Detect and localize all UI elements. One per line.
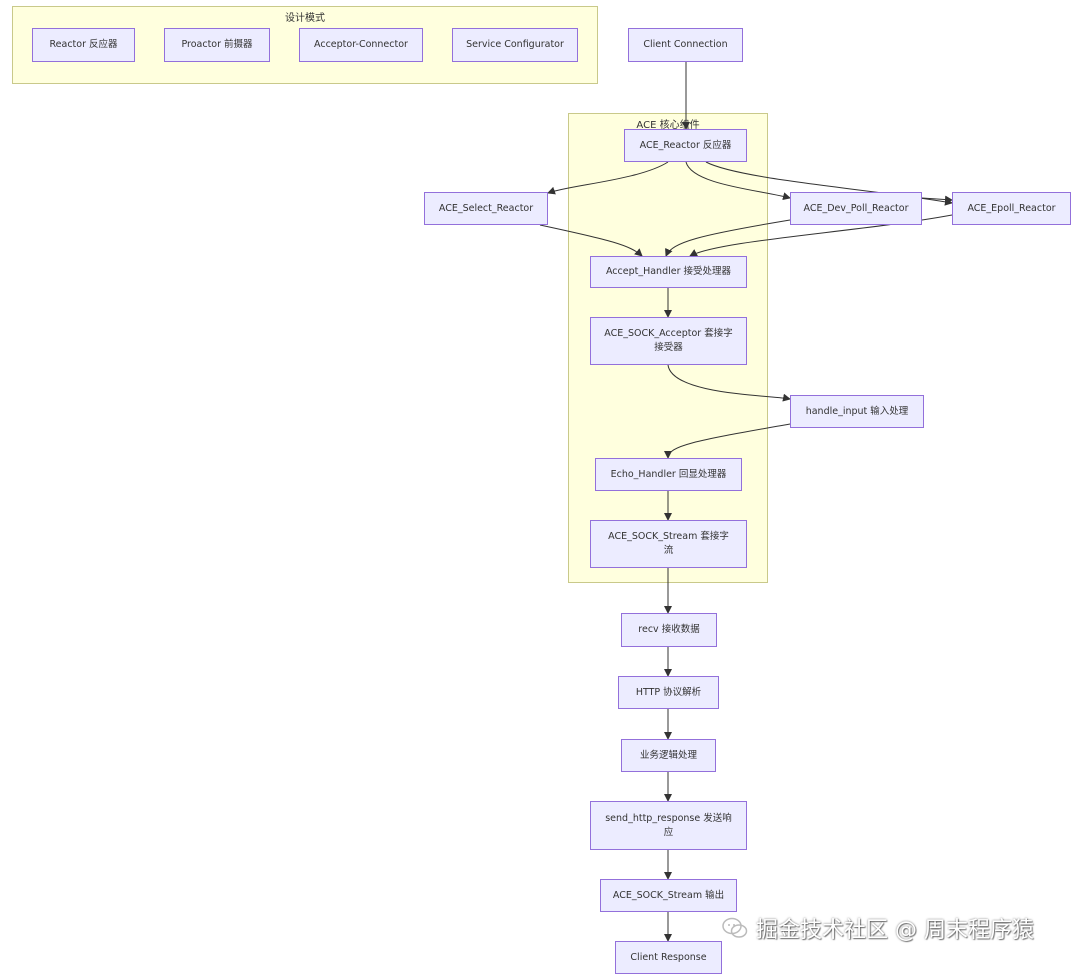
node-acceptor-connector: Acceptor-Connector [299, 28, 423, 62]
edge-acceptor-to-handleinput [667, 364, 791, 402]
edge-handleinput-to-echo [664, 423, 791, 459]
node-echo-handler: Echo_Handler 回显处理器 [595, 458, 742, 491]
node-client-connection: Client Connection [628, 28, 743, 62]
node-service-configurator: Service Configurator [452, 28, 578, 62]
watermark-text: 掘金技术社区 @ 周末程序猿 [756, 918, 1034, 943]
node-proactor-pattern: Proactor 前摄器 [164, 28, 270, 62]
edge-select-to-accept [539, 224, 643, 257]
group-title-design-patterns: 设计模式 [285, 13, 325, 24]
node-reactor-pattern: Reactor 反应器 [32, 28, 135, 62]
node-ace-sock-stream: ACE_SOCK_Stream 套接字 流 [590, 520, 747, 568]
edge-reactor-to-devpoll [685, 161, 791, 201]
node-handle-input: handle_input 输入处理 [790, 395, 924, 428]
node-recv: recv 接收数据 [621, 613, 717, 647]
node-client-response: Client Response [615, 941, 722, 974]
node-http-parse: HTTP 协议解析 [618, 676, 719, 709]
node-ace-sock-acceptor: ACE_SOCK_Acceptor 套接字 接受器 [590, 317, 747, 365]
wechat-logo-icon [722, 917, 748, 938]
node-send-http-response: send_http_response 发送响 应 [590, 801, 747, 850]
edge-devpoll-to-accept [665, 219, 791, 257]
edge-devpoll-to-epoll [921, 195, 953, 204]
node-ace-sock-stream-output: ACE_SOCK_Stream 输出 [600, 879, 737, 912]
group-title-ace-core: ACE 核心组件 [636, 120, 700, 131]
watermark: 掘金技术社区 @ 周末程序猿 [722, 908, 1034, 948]
node-business-logic: 业务逻辑处理 [621, 739, 716, 772]
edge-reactor-to-select [547, 161, 669, 195]
node-ace-select-reactor: ACE_Select_Reactor [424, 192, 548, 225]
node-accept-handler: Accept_Handler 接受处理器 [590, 256, 747, 288]
node-ace-epoll-reactor: ACE_Epoll_Reactor [952, 192, 1071, 225]
node-ace-reactor: ACE_Reactor 反应器 [624, 129, 747, 162]
node-ace-dev-poll-reactor: ACE_Dev_Poll_Reactor [790, 192, 922, 225]
